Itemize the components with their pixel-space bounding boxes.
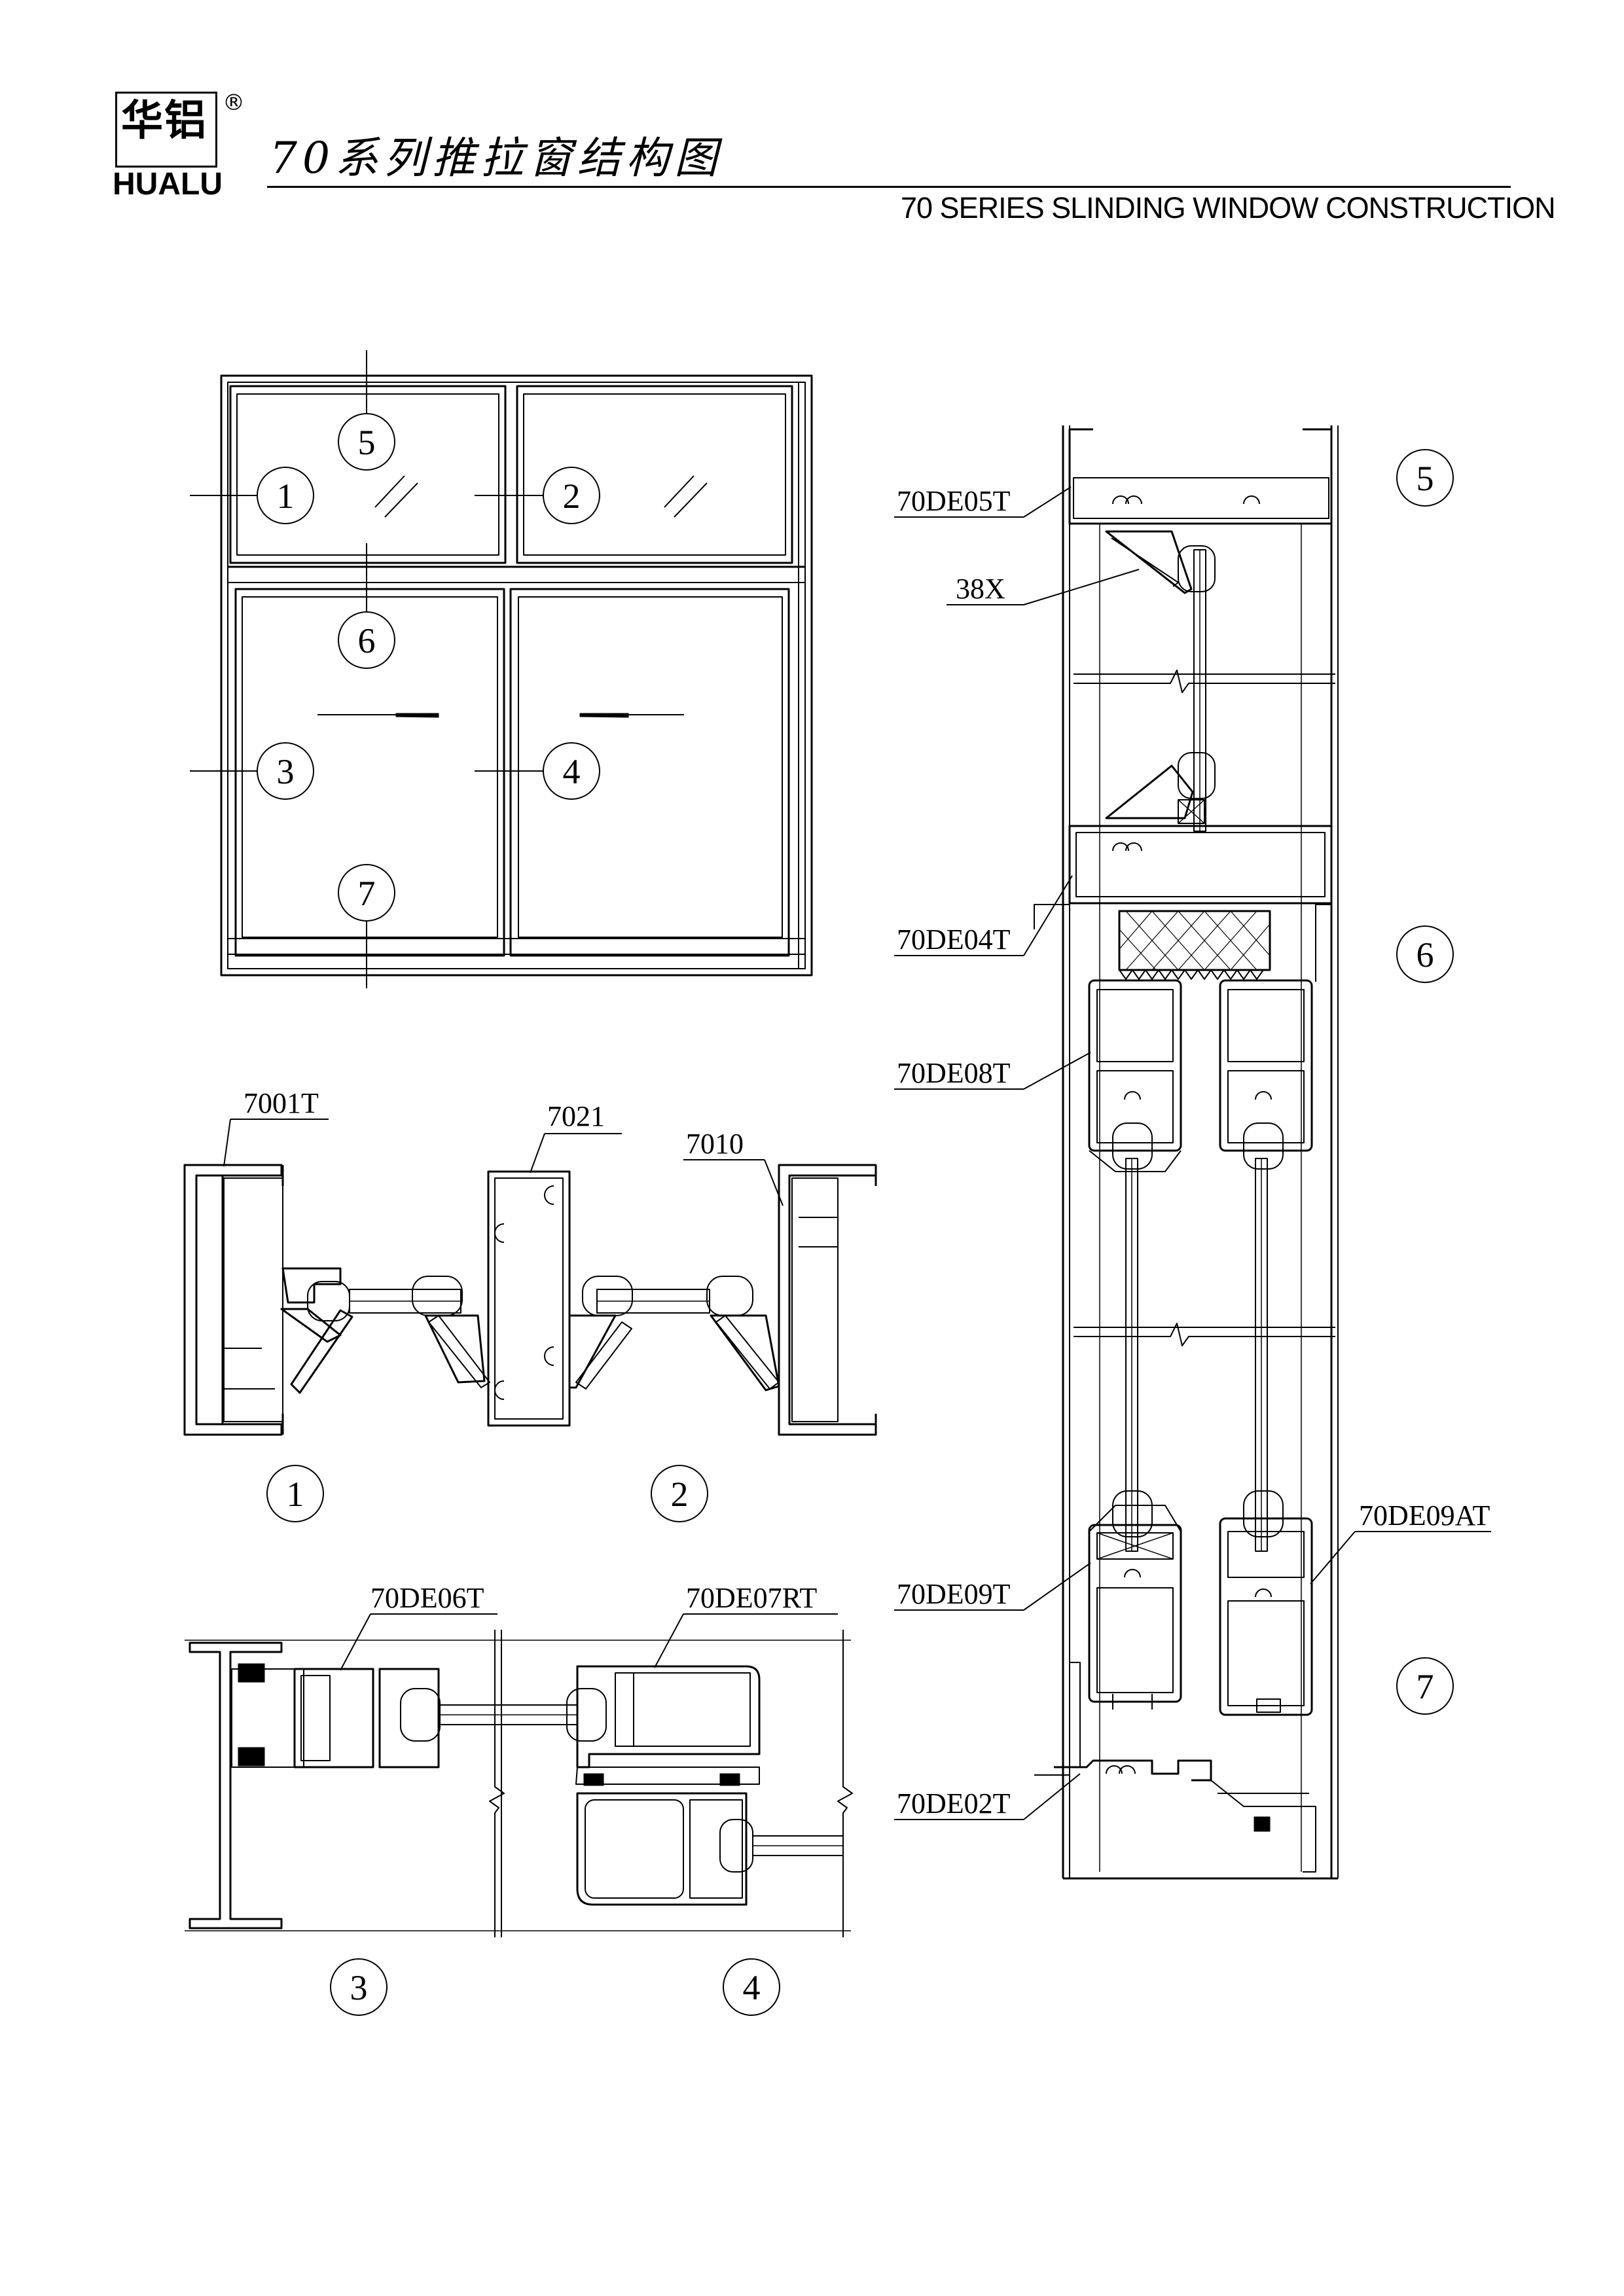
elevation-inner-frame-line bbox=[227, 382, 806, 969]
transom-70DE04T-profile bbox=[1068, 825, 1333, 905]
label-70DE06T: 70DE06T bbox=[370, 1582, 484, 1614]
callout-3-circle bbox=[257, 742, 314, 800]
label-7021: 7021 bbox=[547, 1100, 605, 1132]
glass-hatch-icon bbox=[374, 475, 405, 508]
section-marker-5-circle bbox=[1396, 449, 1454, 507]
section-marker-4-label: 4 bbox=[743, 1968, 761, 2007]
vertical-section-detail: 70DE05T 38X 70DE04T 70DE08T 70DE09T 70DE… bbox=[894, 425, 1491, 1880]
label-70DE07RT: 70DE07RT bbox=[686, 1582, 817, 1614]
frame-7010-profile bbox=[778, 1164, 877, 1436]
callout-1-circle bbox=[257, 467, 314, 524]
callout-2-circle bbox=[543, 467, 600, 524]
elevation-outer-frame bbox=[220, 374, 813, 977]
frame-7001T-profile bbox=[183, 1164, 283, 1436]
gasket-icon bbox=[566, 1688, 607, 1742]
label-70DE09AT: 70DE09AT bbox=[1359, 1499, 1490, 1532]
sash-70DE07RT-profile bbox=[576, 1665, 761, 1768]
callout-7-circle bbox=[338, 864, 395, 922]
gasket-icon bbox=[400, 1688, 441, 1742]
sill-70DE02T-profile bbox=[1054, 1759, 1212, 1782]
section-marker-5-label: 5 bbox=[1416, 459, 1434, 498]
label-7001T: 7001T bbox=[244, 1087, 319, 1119]
bead-38X-profile bbox=[1105, 530, 1193, 594]
glass-hatch-icon bbox=[664, 475, 695, 508]
frame-70DE06T-profile bbox=[189, 1641, 283, 1929]
section-marker-3-label: 3 bbox=[350, 1968, 368, 2007]
label-70DE09T: 70DE09T bbox=[897, 1578, 1011, 1610]
section-marker-7-circle bbox=[1396, 1657, 1454, 1715]
lower-sash-profile bbox=[576, 1792, 748, 1906]
gasket-icon bbox=[1178, 752, 1216, 799]
gasket-icon bbox=[1243, 1490, 1284, 1537]
gasket-icon bbox=[582, 1276, 633, 1316]
head-70DE05T-profile bbox=[1068, 428, 1333, 525]
section-marker-3-circle bbox=[330, 1958, 388, 2016]
section-marker-7-label: 7 bbox=[1416, 1667, 1434, 1706]
section-marker-4-circle bbox=[723, 1958, 780, 2016]
section-marker-6-circle bbox=[1396, 925, 1454, 983]
section-marker-2-circle bbox=[651, 1465, 708, 1522]
interlock-profile bbox=[293, 1668, 374, 1768]
page-title-english: 70 SERIES SLINDING WINDOW CONSTRUCTION bbox=[901, 191, 1556, 224]
elevation-top-right-lite bbox=[516, 385, 793, 564]
callout-2-label: 2 bbox=[563, 476, 581, 516]
callout-3-label: 3 bbox=[277, 752, 295, 791]
mullion-7021-profile bbox=[487, 1170, 571, 1427]
elevation-left-sash bbox=[234, 588, 505, 957]
sash-bead-profile bbox=[290, 1309, 353, 1394]
elevation-top-left-lite bbox=[229, 385, 507, 564]
section-marker-1-label: 1 bbox=[287, 1475, 304, 1514]
gasket-icon bbox=[706, 1276, 753, 1316]
label-70DE02T: 70DE02T bbox=[897, 1787, 1011, 1820]
logo-english-text: HUALU bbox=[113, 167, 223, 202]
label-38X: 38X bbox=[956, 573, 1005, 605]
registered-trademark-icon: ® bbox=[223, 90, 245, 116]
sash-70DE09T-profile bbox=[1088, 1524, 1182, 1703]
callout-5-label: 5 bbox=[358, 423, 376, 462]
gasket-icon bbox=[1243, 1122, 1284, 1170]
section-1-2-detail: 7001T 7021 7010 1 2 bbox=[183, 1087, 877, 1522]
page-title-chinese: 70系列推拉窗结构图 bbox=[270, 133, 723, 183]
title-underline bbox=[267, 186, 1511, 188]
callout-6-label: 6 bbox=[358, 621, 376, 660]
outer-sash-top-profile bbox=[1219, 979, 1313, 1152]
sash-70DE09AT-profile bbox=[1219, 1517, 1313, 1716]
logo-mark bbox=[115, 92, 217, 168]
window-elevation: 1 2 3 4 5 6 7 bbox=[190, 350, 813, 988]
section-marker-2-label: 2 bbox=[671, 1475, 689, 1514]
label-70DE04T: 70DE04T bbox=[897, 924, 1011, 956]
callout-5-circle bbox=[338, 413, 395, 471]
section-marker-6-label: 6 bbox=[1416, 935, 1434, 975]
gasket-icon bbox=[1178, 545, 1216, 592]
label-7010: 7010 bbox=[686, 1128, 744, 1160]
label-70DE08T: 70DE08T bbox=[897, 1057, 1011, 1089]
callout-4-label: 4 bbox=[563, 752, 581, 791]
callout-6-circle bbox=[338, 611, 395, 669]
section-marker-1-circle bbox=[266, 1465, 324, 1522]
gasket-icon bbox=[1112, 1122, 1153, 1170]
logo-chinese-text: 华铝 bbox=[121, 97, 208, 145]
sash-70DE08T-profile bbox=[1088, 979, 1182, 1152]
gasket-icon bbox=[412, 1276, 463, 1316]
brush-seal-icon bbox=[1118, 910, 1271, 971]
section-3-4-detail: 70DE06T 70DE07RT 3 4 bbox=[185, 1582, 853, 2016]
elevation-right-sash bbox=[509, 588, 790, 957]
callout-7-label: 7 bbox=[358, 874, 376, 913]
callout-1-label: 1 bbox=[277, 476, 295, 516]
gasket-icon bbox=[719, 1819, 753, 1873]
callout-4-circle bbox=[543, 742, 600, 800]
gasket-icon bbox=[1112, 1490, 1153, 1537]
label-70DE05T: 70DE05T bbox=[897, 485, 1011, 517]
bead-profile bbox=[1105, 764, 1194, 819]
setting-block-icon bbox=[1178, 799, 1205, 824]
